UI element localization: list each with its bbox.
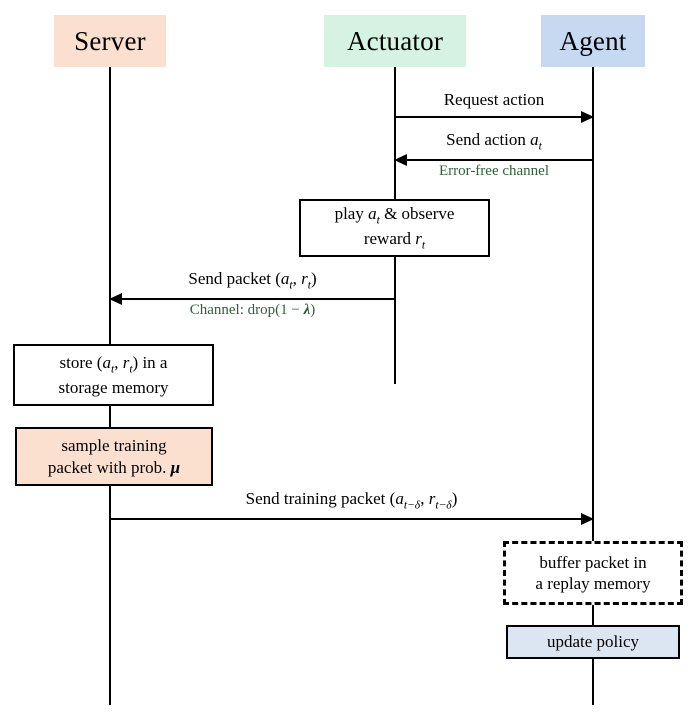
- minus-operator: −: [291, 302, 300, 318]
- participant-agent[interactable]: Agent: [541, 15, 645, 67]
- symbol-lambda: λ: [303, 302, 311, 318]
- note-buffer-line1: buffer packet in: [539, 552, 647, 572]
- paren-open: (: [96, 352, 103, 372]
- note-update-policy-label: update policy: [546, 632, 640, 652]
- subscript-t-minus-delta: t−δ: [435, 498, 452, 512]
- note-sample-line1: sample training: [61, 436, 167, 456]
- note-text: store: [59, 352, 97, 372]
- note-store-memory-line2: storage memory: [58, 377, 169, 397]
- symbol-a: a: [530, 130, 539, 150]
- note-sample-training-packet[interactable]: sample training packet with prob. μ: [15, 427, 213, 486]
- participant-agent-label: Agent: [559, 25, 627, 56]
- message-send-action-label: Send action at: [395, 130, 593, 153]
- paren-open: (: [389, 489, 396, 509]
- lifeline-agent: [592, 67, 594, 705]
- symbol-a: a: [280, 269, 290, 289]
- participant-actuator-label: Actuator: [346, 25, 444, 56]
- note-text: play: [334, 204, 369, 224]
- symbol-a: a: [368, 204, 377, 224]
- note-play-observe-line2: reward rt: [335, 228, 455, 253]
- subscript-t: t: [538, 139, 542, 153]
- participant-server-label: Server: [74, 25, 146, 56]
- message-send-action-channel-label: Error-free channel: [438, 163, 550, 179]
- comma: ,: [292, 269, 302, 289]
- arrowhead-right-icon: [581, 111, 594, 123]
- comma: ,: [420, 489, 429, 509]
- message-line: [110, 518, 593, 520]
- message-request-action-label: Request action: [443, 90, 545, 110]
- note-update-policy[interactable]: update policy: [506, 625, 680, 659]
- paren-open: (: [275, 269, 281, 289]
- participant-server[interactable]: Server: [54, 15, 166, 67]
- paren-close: ): [132, 352, 139, 372]
- message-text: Send training packet: [245, 489, 390, 509]
- note-store-memory[interactable]: store (at, rt) in a storage memory: [13, 344, 214, 406]
- note-sample-line2: packet with prob. μ: [48, 457, 180, 478]
- message-send-action-text: Send action: [446, 130, 531, 150]
- paren-close: ): [310, 302, 316, 318]
- arrowhead-left-icon: [109, 293, 122, 305]
- arrowhead-left-icon: [394, 154, 407, 166]
- symbol-r: r: [415, 229, 422, 248]
- message-send-packet-channel-label: Channel: drop(1 − λ): [110, 302, 395, 319]
- symbol-mu: μ: [170, 457, 181, 477]
- note-play-observe-line1: play at & observe: [335, 203, 455, 228]
- note-text: reward: [363, 229, 416, 248]
- symbol-a: a: [102, 352, 111, 372]
- note-buffer-line2: a replay memory: [535, 574, 651, 593]
- note-play-observe[interactable]: play at & observe reward rt: [299, 199, 490, 257]
- comma: ,: [114, 352, 123, 372]
- subscript-t: t: [376, 213, 380, 227]
- subscript-t: t: [129, 362, 133, 376]
- channel-text: Channel: drop(1: [189, 302, 292, 318]
- subscript-t-minus-delta: t−δ: [403, 498, 421, 512]
- message-line: [110, 298, 395, 300]
- message-send-training-packet-label: Send training packet (at−δ, rt−δ): [110, 489, 593, 512]
- paren-close: ): [451, 489, 458, 509]
- note-buffer-packet[interactable]: buffer packet in a replay memory: [503, 541, 683, 605]
- arrowhead-right-icon: [581, 513, 594, 525]
- message-line: [395, 116, 593, 118]
- subscript-t: t: [289, 278, 293, 292]
- subscript-t: t: [307, 278, 311, 292]
- subscript-t: t: [421, 238, 426, 252]
- note-text: in a: [138, 352, 168, 372]
- symbol-r: r: [428, 489, 436, 509]
- message-send-packet-label: Send packet (at, rt): [110, 269, 395, 292]
- subscript-t: t: [110, 362, 115, 376]
- participant-actuator[interactable]: Actuator: [324, 15, 466, 67]
- paren-close: ): [310, 269, 317, 289]
- note-text: & observe: [379, 204, 455, 224]
- symbol-a: a: [395, 489, 404, 509]
- symbol-r: r: [301, 269, 308, 289]
- symbol-r: r: [122, 352, 130, 372]
- message-line: [395, 159, 593, 161]
- note-store-memory-line1: store (at, rt) in a: [59, 352, 169, 377]
- message-text: Send packet: [188, 269, 276, 289]
- note-text: packet with prob.: [47, 457, 171, 477]
